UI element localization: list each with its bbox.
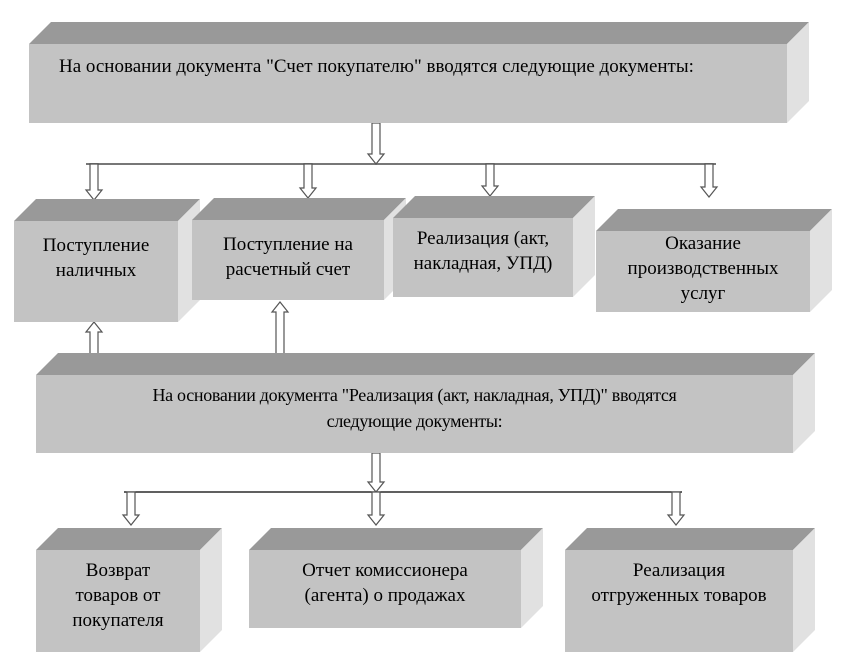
level1-box-production-services: Оказание производственных услуг: [596, 231, 810, 312]
label-line: Реализация (акт,: [416, 228, 550, 249]
box-top-face: [393, 196, 595, 218]
arrow-down-icon: [366, 122, 386, 165]
box-top-face: [14, 199, 200, 221]
box-side-face: [787, 22, 809, 123]
arrow-down-icon: [366, 452, 386, 493]
level1-box-sales: Реализация (акт, накладная, УПД): [393, 218, 573, 297]
box-side-face: [793, 528, 815, 652]
box-top-face: [249, 528, 543, 550]
level1-box-cash-receipt: Поступление наличных: [14, 221, 178, 322]
label-line: отгруженных товаров: [591, 585, 767, 606]
label-line: покупателя: [72, 610, 164, 631]
label-line: наличных: [55, 260, 137, 281]
label-line: (агента) о продажах: [304, 585, 466, 606]
arrow-down-icon: [366, 491, 386, 526]
level1-box-label: Реализация (акт, накладная, УПД): [414, 218, 553, 276]
arrow-down-icon: [298, 163, 318, 199]
top-block-text: На основании документа "Счет покупателю"…: [59, 56, 694, 77]
box-side-face: [793, 353, 815, 453]
label-line: Реализация: [632, 560, 726, 581]
arrow-down-icon: [666, 491, 686, 526]
box-top-face: [192, 198, 406, 220]
box-side-face: [573, 196, 595, 297]
label-line: производственных: [627, 258, 779, 279]
label-line: следующие документы:: [326, 411, 503, 431]
level1-box-label: Оказание производственных услуг: [628, 231, 779, 306]
level2-box-label: Отчет комиссионера (агента) о продажах: [302, 550, 468, 608]
arrow-up-icon: [270, 301, 290, 355]
label-line: На основании документа "Реализация (акт,…: [152, 385, 677, 405]
label-line: Поступление на: [223, 234, 353, 255]
label-line: накладная, УПД): [413, 253, 553, 274]
box-side-face: [810, 209, 832, 312]
middle-block: На основании документа "Реализация (акт,…: [36, 375, 793, 453]
box-top-face: [29, 22, 809, 44]
label-line: Возврат: [85, 560, 151, 581]
box-top-face: [36, 528, 222, 550]
arrow-down-icon: [121, 491, 141, 526]
label-line: Поступление: [42, 235, 150, 256]
label-line: товаров от: [75, 585, 161, 606]
label-line: услуг: [680, 283, 726, 304]
level2-box-commission-report: Отчет комиссионера (агента) о продажах: [249, 550, 521, 628]
level2-box-shipped-goods-sales: Реализация отгруженных товаров: [565, 550, 793, 652]
box-top-face: [596, 209, 832, 231]
box-side-face: [521, 528, 543, 628]
level2-box-label: Возврат товаров от покупателя: [72, 550, 163, 633]
level1-box-label: Поступление на расчетный счет: [223, 220, 353, 282]
top-block-face: На основании документа "Счет покупателю"…: [29, 44, 787, 123]
level1-box-label: Поступление наличных: [43, 221, 150, 283]
level2-box-customer-return: Возврат товаров от покупателя: [36, 550, 200, 652]
middle-block-text: На основании документа "Реализация (акт,…: [152, 382, 676, 434]
label-line: Отчет комиссионера: [302, 560, 468, 581]
label-line: Оказание: [665, 233, 741, 254]
label-line: расчетный счет: [225, 259, 351, 280]
box-top-face: [36, 353, 815, 375]
arrow-down-icon: [699, 163, 719, 198]
level1-box-bank-receipt: Поступление на расчетный счет: [192, 220, 384, 300]
arrow-down-icon: [480, 163, 500, 197]
box-side-face: [200, 528, 222, 652]
box-top-face: [565, 528, 815, 550]
arrow-down-icon: [84, 163, 104, 201]
arrow-up-icon: [84, 321, 104, 355]
level2-box-label: Реализация отгруженных товаров: [591, 550, 766, 608]
